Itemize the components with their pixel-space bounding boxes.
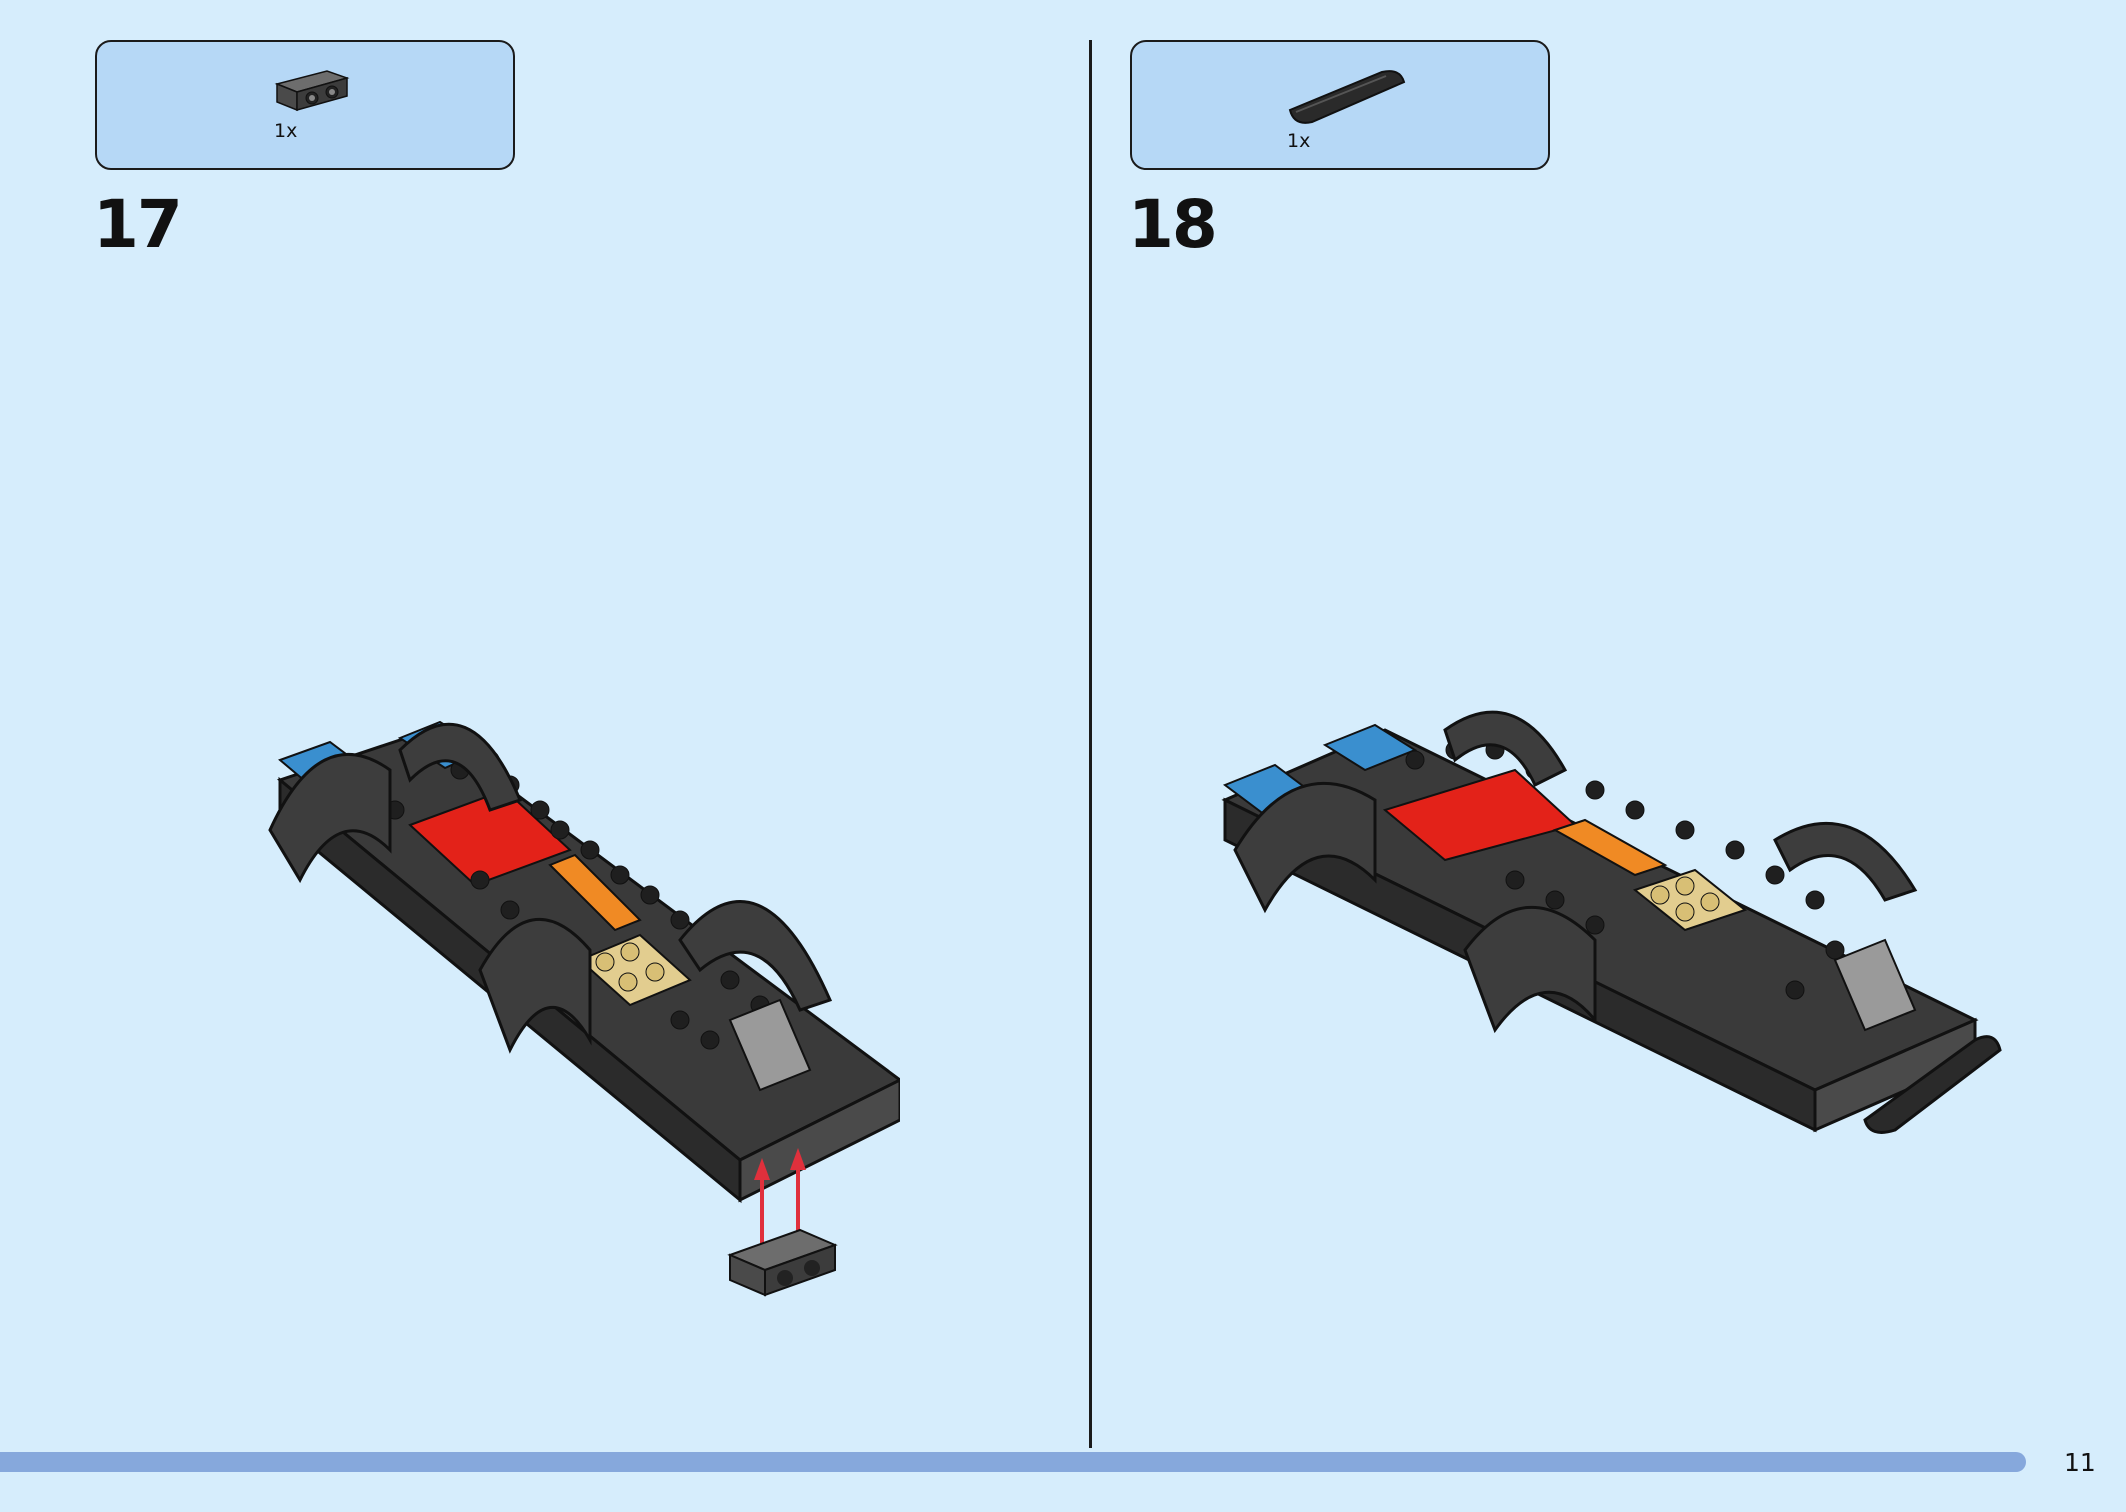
part-quantity: 1x	[274, 120, 298, 142]
page-number: 11	[2064, 1448, 2096, 1477]
parts-callout-step-17: 1x	[95, 40, 515, 170]
part-quantity: 1x	[1287, 130, 1311, 152]
parts-callout-step-18: 1x	[1130, 40, 1550, 170]
step-17-model-illustration	[260, 690, 903, 1334]
step-18-model-illustration	[1215, 690, 2015, 1154]
step-number: 18	[1128, 186, 1218, 263]
step-number: 17	[93, 186, 183, 263]
progress-bar	[0, 1452, 2026, 1472]
bracket-plate-1x2-icon	[272, 66, 352, 120]
curved-slope-tile-icon	[1282, 62, 1412, 136]
page-divider	[1089, 40, 1092, 1448]
